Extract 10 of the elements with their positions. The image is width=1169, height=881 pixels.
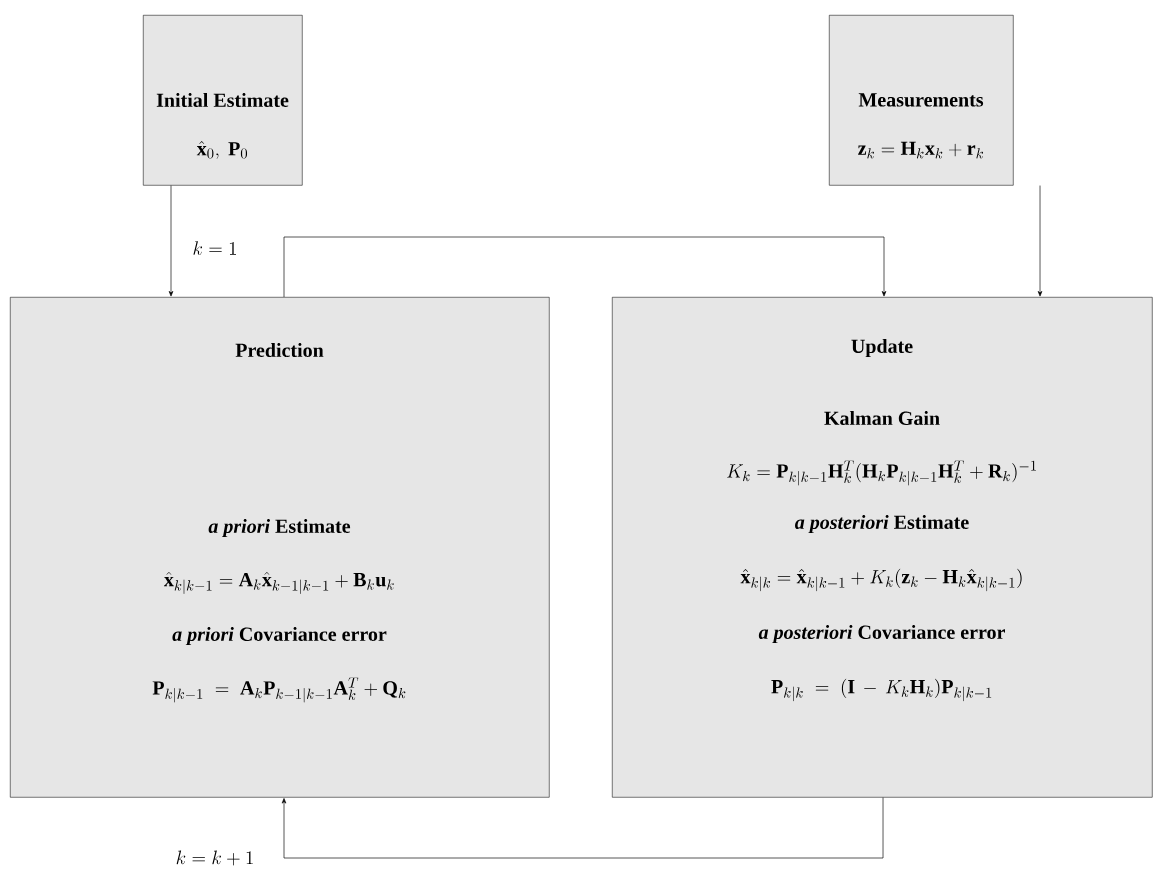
process-box: Prediction a priori Estimate $\hat{\mathbf{x}}_{k|k-1} = \mathbf{A}_k\hat{\mathbf{x}}_{k-1|k-1} + \mathbf{B}_k\mathbf{u}_k$ a priori Covariance error $\mathbf{P}_{k|k-1} \;=\; \mathbf{A}_k\mathbf{P}_{k-1|k-1}\mathbf{A}_k^T + \mathbf{Q}_k$ bbox=[10, 297, 550, 798]
edge-label: $k = k + 1$ bbox=[173, 847, 257, 869]
arrow bbox=[281, 797, 884, 859]
process-box: Measurements $\mathbf{z}_k = \mathbf{H}_k\mathbf{x}_k + \mathbf{r}_k$ bbox=[829, 15, 1014, 186]
arrow bbox=[283, 236, 887, 298]
edge-label: $k = 1$ bbox=[189, 238, 241, 258]
process-box: Update Kalman Gain $K_k = \mathbf{P}_{k|k-1}\mathbf{H}_k^T(\mathbf{H}_k\mathbf{P}_{k|k-1}\mathbf{H}_k^T + \mathbf{R}_k)^{-1}$ a posteriori Estimate $\hat{\mathbf{x}}_{k|k} = \hat{\mathbf{x}}_{k|k-1} + K_k(\mathbf{z}_k - \mathbf{H}_k\hat{\mathbf{x}}_{k|k-1})$ a posteriori Covariance error $\mathbf{P}_{k|k} \;=\; (\mathbf{I} \,-\, K_k\mathbf{H}_k)\mathbf{P}_{k|k-1}$ bbox=[612, 297, 1153, 798]
arrow bbox=[1037, 185, 1043, 297]
process-box: Initial Estimate $\hat{\mathbf{x}}_0,\ \mathbf{P}_0$ bbox=[143, 15, 303, 186]
arrow bbox=[168, 185, 174, 297]
